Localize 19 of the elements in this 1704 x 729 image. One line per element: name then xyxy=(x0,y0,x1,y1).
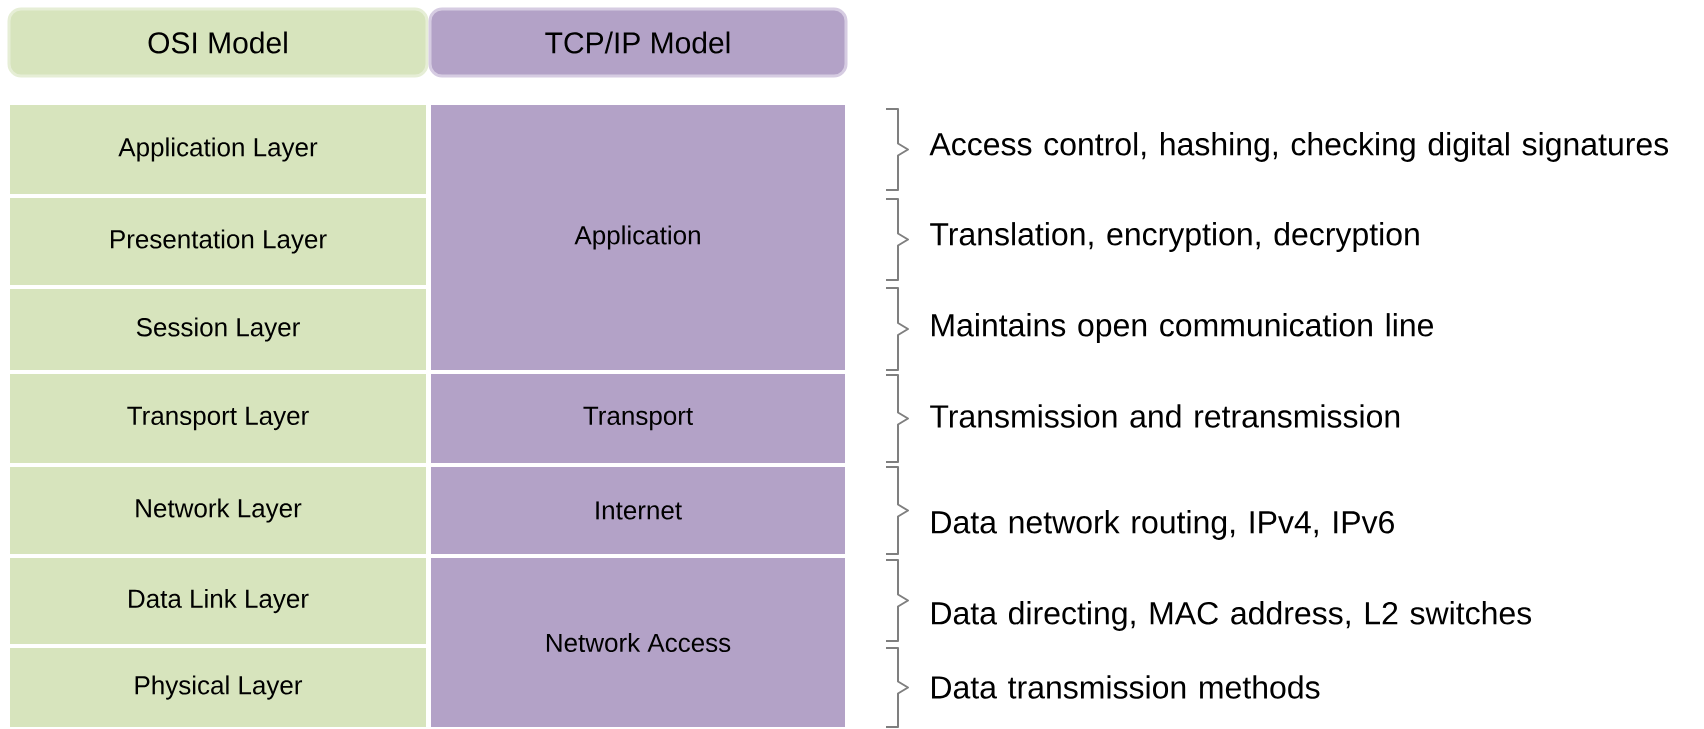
layer-box: Transport Layer xyxy=(8,372,428,465)
layer-box: Network Layer xyxy=(8,465,428,556)
layer-box: Transport xyxy=(429,372,847,465)
layer-box: Application Layer xyxy=(8,103,428,196)
layer-box: Presentation Layer xyxy=(8,196,428,287)
description-text: Data network routing, IPv4, IPv6 xyxy=(932,510,1394,540)
layer-box: Internet xyxy=(429,465,847,556)
layer-box: Physical Layer xyxy=(8,646,428,729)
description-text: Data transmission methods xyxy=(932,675,1320,699)
header-box: TCP/IP Model xyxy=(428,7,848,78)
header-box: OSI Model xyxy=(7,7,429,78)
description-text: Translation, encryption, decryption xyxy=(930,222,1419,252)
description-text: Maintains open communication line xyxy=(932,313,1433,343)
description-text: Transmission and retransmission xyxy=(930,404,1400,428)
description-text: Data directing, MAC address, L2 switches xyxy=(932,601,1532,631)
layer-box: Network Access xyxy=(429,556,847,729)
layer-box: Session Layer xyxy=(8,287,428,372)
layer-box: Data Link Layer xyxy=(8,556,428,646)
description-text: Access control, hashing, checking digital signatures xyxy=(929,132,1669,162)
